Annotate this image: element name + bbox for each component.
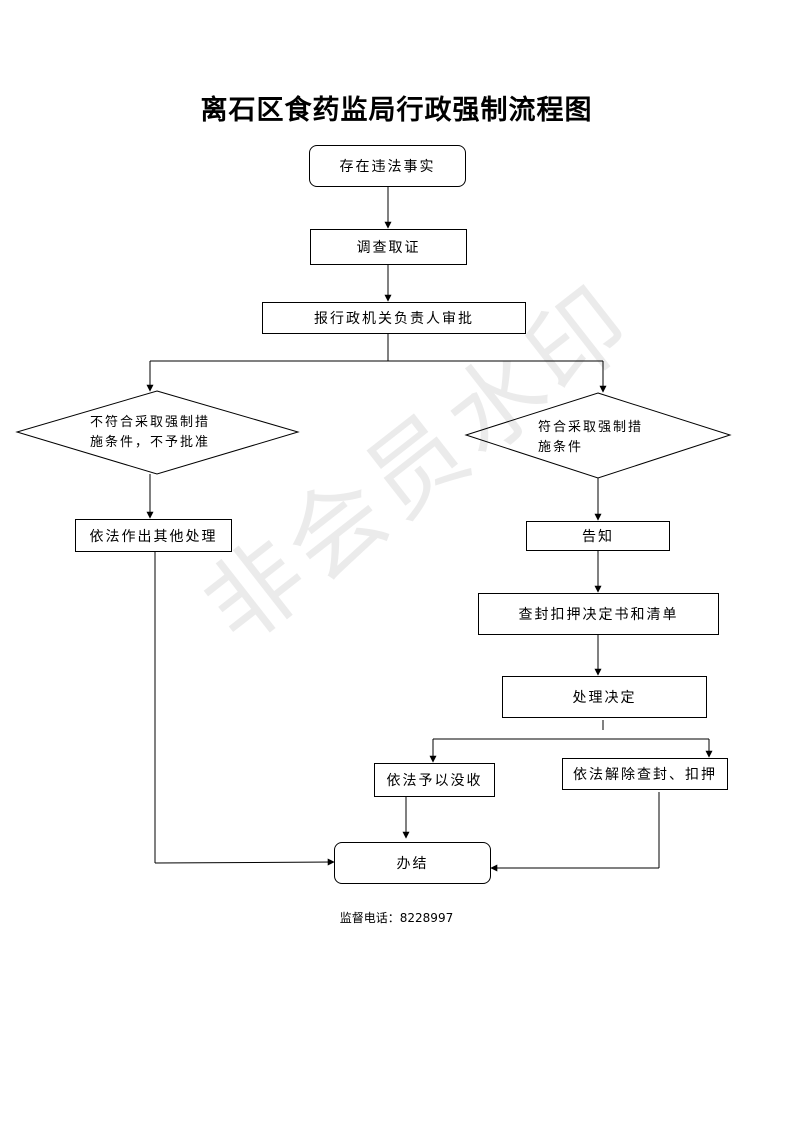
accept-condition-text: 符合采取强制措 施条件 bbox=[538, 418, 643, 458]
end-label: 办结 bbox=[396, 856, 429, 872]
start-label: 存在违法事实 bbox=[339, 159, 436, 175]
seal-decision-node: 查封扣押决定书和清单 bbox=[478, 593, 719, 635]
start-node: 存在违法事实 bbox=[309, 145, 466, 187]
investigate-label: 调查取证 bbox=[356, 240, 421, 256]
end-node: 办结 bbox=[334, 842, 491, 884]
other-handling-node: 依法作出其他处理 bbox=[75, 519, 232, 552]
approve-node: 报行政机关负责人审批 bbox=[262, 302, 526, 334]
supervision-phone: 监督电话：8228997 bbox=[339, 911, 454, 925]
investigate-node: 调查取证 bbox=[310, 229, 467, 265]
accept-line-2: 施条件 bbox=[538, 440, 584, 455]
page-title: 离石区食药监局行政强制流程图 bbox=[200, 95, 593, 126]
seal-decision-label: 查封扣押决定书和清单 bbox=[518, 607, 679, 623]
reject-condition-text: 不符合采取强制措 施条件，不予批准 bbox=[90, 413, 210, 453]
arrow-other-to-end bbox=[154, 858, 335, 866]
notify-node: 告知 bbox=[526, 521, 670, 551]
decision-node: 处理决定 bbox=[502, 676, 707, 718]
other-handling-label: 依法作出其他处理 bbox=[89, 528, 218, 545]
reject-line-1: 不符合采取强制措 bbox=[90, 415, 211, 430]
decision-label: 处理决定 bbox=[572, 690, 637, 706]
reject-diamond bbox=[15, 390, 300, 475]
approve-label: 报行政机关负责人审批 bbox=[314, 311, 474, 327]
confiscate-label: 依法予以没收 bbox=[386, 773, 483, 789]
release-node: 依法解除查封、扣押 bbox=[562, 758, 728, 790]
reject-line-2: 施条件，不予批准 bbox=[90, 435, 211, 450]
confiscate-node: 依法予以没收 bbox=[374, 763, 495, 797]
release-label: 依法解除查封、扣押 bbox=[573, 767, 717, 783]
notify-label: 告知 bbox=[582, 529, 614, 545]
accept-line-1: 符合采取强制措 bbox=[538, 420, 644, 435]
